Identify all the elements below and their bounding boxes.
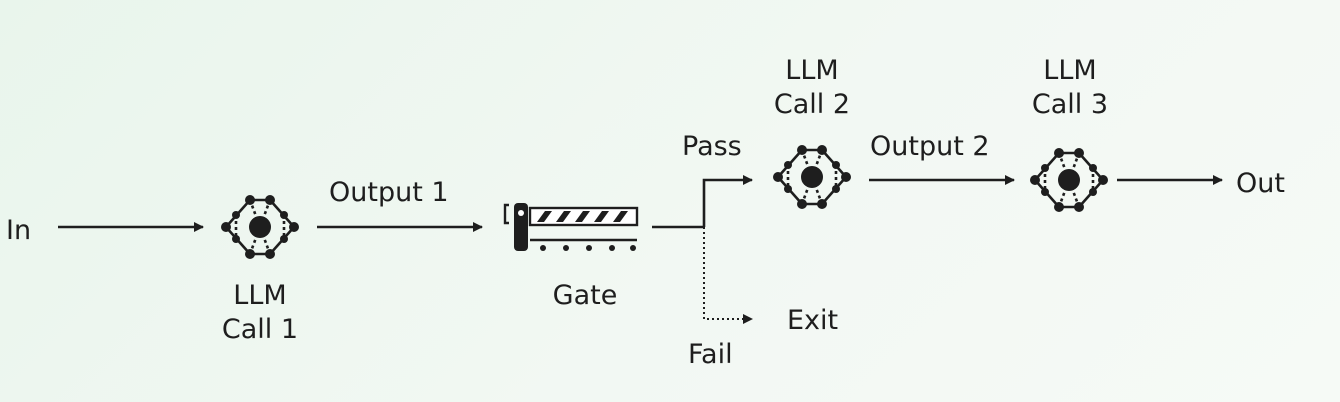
llm-call-3-label-line2: Call 3 [1031, 89, 1109, 120]
output-2-label: Output 2 [870, 131, 990, 162]
llm-call-3-label: LLM Call 3 [1010, 54, 1130, 122]
output-label: Out [1236, 168, 1285, 199]
fail-label: Fail [688, 339, 733, 370]
llm-call-2-label: LLM Call 2 [752, 54, 872, 122]
input-label: In [6, 215, 32, 246]
edge-pass [702, 175, 753, 227]
llm-call-2-label-line2: Call 2 [773, 89, 851, 120]
barrier-gate-icon [503, 203, 639, 251]
gate-label: Gate [552, 280, 618, 311]
neural-network-icon [1028, 146, 1110, 214]
llm-call-1-label-line1: LLM [233, 280, 287, 311]
llm-call-1-label: LLM Call 1 [200, 279, 320, 347]
neural-network-icon [219, 193, 301, 261]
pass-label: Pass [682, 131, 742, 162]
llm-call-1-label-line2: Call 1 [221, 314, 299, 345]
neural-network-icon [771, 143, 853, 211]
llm-call-3-label-line1: LLM [1043, 55, 1097, 86]
exit-label: Exit [787, 305, 839, 336]
output-1-label: Output 1 [329, 177, 449, 208]
edge-fail [703, 227, 753, 324]
llm-call-2-label-line1: LLM [785, 55, 839, 86]
